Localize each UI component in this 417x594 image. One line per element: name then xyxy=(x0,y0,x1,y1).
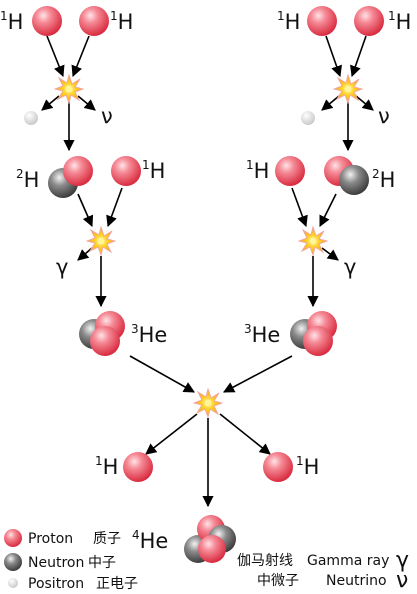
proton-particle xyxy=(79,6,109,36)
proton-particle xyxy=(111,156,141,186)
proton-particle xyxy=(275,156,305,186)
arrow xyxy=(129,355,195,393)
arrow xyxy=(355,95,374,111)
arrow xyxy=(325,35,342,78)
legend-neutrino-zh: 中微子 xyxy=(257,573,299,589)
neutrino-symbol: ν xyxy=(378,104,390,128)
legend-gamma-label: Gamma ray xyxy=(307,553,389,569)
arrow xyxy=(46,35,65,78)
arrow xyxy=(77,95,96,111)
arrow xyxy=(71,35,90,78)
legend-positron-label: Positron xyxy=(28,576,84,592)
proton-particle xyxy=(198,535,226,563)
legend-proton-icon xyxy=(4,529,22,547)
proton-particle xyxy=(307,6,337,36)
proton-particle xyxy=(32,6,62,36)
particles xyxy=(24,6,384,563)
h1-label: 1H xyxy=(246,158,269,183)
legend-neutron-icon xyxy=(4,553,22,571)
legend-positron-icon xyxy=(8,578,18,588)
he3-label: 3He xyxy=(244,322,280,347)
fusion-flash-icon xyxy=(193,388,223,418)
arrow xyxy=(291,187,308,228)
legend-neutrino-label: Neutrino xyxy=(326,573,387,589)
proton-particle xyxy=(263,452,293,482)
fusion-flash-icon xyxy=(298,226,328,256)
legend-positron-zh: 正电子 xyxy=(96,576,138,592)
arrow xyxy=(41,95,60,111)
emission-labels: ν ν γ γ xyxy=(56,104,390,279)
fusion-flash-icon xyxy=(333,74,363,104)
arrow xyxy=(219,413,271,455)
h1-label: 1H xyxy=(110,9,133,34)
legend-proton-label: Proton xyxy=(28,531,73,547)
positron-particle xyxy=(24,111,38,125)
h1-label: 1H xyxy=(277,9,300,34)
h1-label: 1H xyxy=(388,9,411,34)
legend: Proton 质子 Neutron 中子 Positron 正电子 伽马射线 G… xyxy=(4,529,409,593)
neutron-particle xyxy=(339,165,369,195)
arrow xyxy=(106,187,123,228)
proton-particle xyxy=(123,452,153,482)
he3-label: 3He xyxy=(131,322,167,347)
he4-label: 4He xyxy=(132,528,168,553)
proton-particle xyxy=(63,156,93,186)
legend-gamma-symbol: γ xyxy=(396,548,409,573)
h1-label: 1H xyxy=(296,454,319,479)
legend-neutron-zh: 中子 xyxy=(88,555,116,571)
fusion-flash-icon xyxy=(86,226,116,256)
legend-proton-zh: 质子 xyxy=(93,531,121,547)
arrow xyxy=(321,95,340,111)
legend-neutron-label: Neutron xyxy=(28,555,84,571)
legend-gamma-zh: 伽马射线 xyxy=(237,553,293,569)
arrow xyxy=(77,247,93,261)
nuclide-labels: 1H 1H 1H 1H 2H 1H 1H 2H 3He 3He 1H 1H 4H… xyxy=(0,9,411,553)
proton-particle xyxy=(354,6,384,36)
arrow xyxy=(223,355,293,393)
h1-label: 1H xyxy=(142,158,165,183)
arrow xyxy=(77,193,94,228)
h1-label: 1H xyxy=(95,454,118,479)
h2-label: 2H xyxy=(372,167,395,192)
proton-particle xyxy=(90,326,120,356)
arrow xyxy=(350,35,367,78)
legend-neutrino-symbol: ν xyxy=(396,568,408,593)
h2-label: 2H xyxy=(16,167,39,192)
proton-particle xyxy=(303,326,333,356)
gamma-symbol: γ xyxy=(56,255,68,279)
positron-particle xyxy=(301,111,315,125)
neutrino-symbol: ν xyxy=(101,104,113,128)
arrow xyxy=(319,193,337,228)
reaction-arrows xyxy=(41,35,374,508)
h1-label: 1H xyxy=(0,9,23,34)
arrow xyxy=(145,413,198,455)
gamma-symbol: γ xyxy=(344,255,356,279)
arrow xyxy=(321,247,339,261)
fusion-flash-icon xyxy=(54,74,84,104)
